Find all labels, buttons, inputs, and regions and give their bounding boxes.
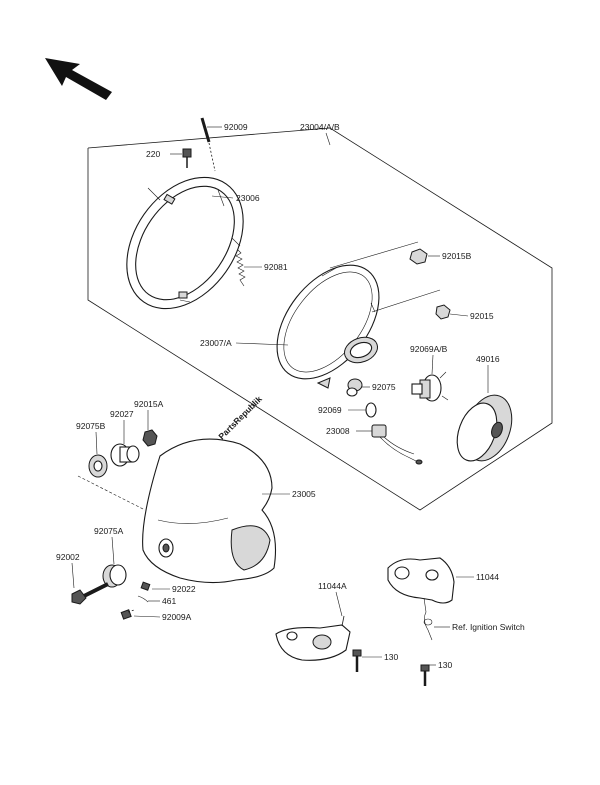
nut-92015A: [142, 429, 158, 447]
grommet-92075: [346, 378, 363, 397]
washer-92022: [140, 581, 151, 591]
direction-arrow-icon: [45, 58, 112, 100]
part-labels: 92009 23004/A/B 220 23006 92081 92015B 9…: [56, 122, 525, 670]
nut-92015: [435, 304, 451, 320]
label-92015A: 92015A: [134, 399, 164, 409]
bolt-92002: [71, 582, 109, 605]
label-92022: 92022: [172, 584, 196, 594]
label-92009A: 92009A: [162, 612, 192, 622]
label-130-left: 130: [384, 652, 398, 662]
spring-92081: [235, 249, 246, 287]
washer-92075B: [88, 454, 108, 478]
assembly-frame: [87, 127, 553, 511]
screw-92009: [200, 117, 216, 172]
headlight-rim: [126, 176, 244, 310]
label-23006: 23006: [236, 193, 260, 203]
label-92081: 92081: [264, 262, 288, 272]
label-23004: 23004/A/B: [300, 122, 340, 132]
label-23007: 23007/A: [200, 338, 232, 348]
label-130-right: 130: [438, 660, 452, 670]
label-92027: 92027: [110, 409, 134, 419]
label-49016: 49016: [476, 354, 500, 364]
label-23008: 23008: [326, 426, 350, 436]
bolt-130-right: [420, 664, 430, 686]
label-92069: 92069: [318, 405, 342, 415]
leader-lines: [71, 126, 489, 666]
bracket-11044A: [275, 615, 351, 661]
label-92009: 92009: [224, 122, 248, 132]
grommet-92075A: [102, 564, 127, 588]
clip-461: [137, 595, 149, 603]
label-461: 461: [162, 596, 176, 606]
label-92069A: 92069A/B: [410, 344, 448, 354]
watermark: PartsRepublik: [216, 394, 264, 442]
bulb-92069A: [411, 371, 449, 402]
nut-92015B: [409, 248, 428, 265]
label-92075A: 92075A: [94, 526, 124, 536]
label-92075: 92075: [372, 382, 396, 392]
label-ref-ignition-switch: Ref. Ignition Switch: [452, 622, 525, 632]
label-23005: 23005: [292, 489, 316, 499]
label-92015: 92015: [470, 311, 494, 321]
headlight-shell: [142, 438, 277, 584]
screw-92009A: [120, 609, 135, 620]
socket-ring: [344, 336, 378, 364]
label-11044A: 11044A: [318, 581, 347, 591]
headlight-cap-49016: [456, 394, 513, 462]
bolt-130-left: [352, 649, 362, 672]
label-92002: 92002: [56, 552, 80, 562]
bulb-92069: [365, 402, 377, 418]
label-92015B: 92015B: [442, 251, 472, 261]
label-11044: 11044: [476, 572, 499, 582]
label-92075B: 92075B: [76, 421, 106, 431]
collar-92027: [110, 443, 140, 467]
label-220: 220: [146, 149, 160, 159]
bolt-220: [182, 148, 192, 168]
socket-23008: [371, 424, 423, 465]
bracket-11044: [387, 557, 455, 641]
